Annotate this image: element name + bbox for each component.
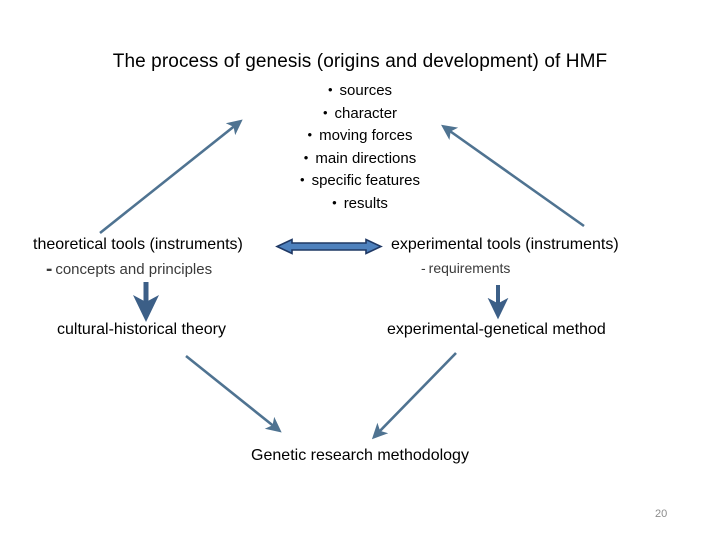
list-item: • sources xyxy=(0,79,720,102)
dash-marker: - xyxy=(421,260,426,276)
bullet-marker: • xyxy=(327,82,333,97)
node-experimental-tools: experimental tools (instruments) xyxy=(391,236,619,253)
bullet-label: moving forces xyxy=(319,127,413,144)
node-theoretical-tools-sub-label: concepts and principles xyxy=(55,261,213,278)
slide-title: The process of genesis (origins and deve… xyxy=(112,51,608,72)
list-item: • results xyxy=(0,192,720,215)
bullet-label: results xyxy=(343,194,388,212)
bullet-marker: • xyxy=(300,172,305,187)
arrow-theory-to-conclusion xyxy=(185,354,282,433)
bullet-label: character xyxy=(334,104,398,122)
arrow-tools-bidirectional xyxy=(275,238,383,255)
node-theoretical-tools-sub: -concepts and principles xyxy=(46,259,212,281)
bullet-label: sources xyxy=(339,82,393,99)
bullet-marker: • xyxy=(307,127,313,142)
arrow-method-to-conclusion xyxy=(371,352,457,440)
dash-marker: - xyxy=(46,259,53,280)
bullet-label: main directions xyxy=(315,149,417,167)
bullet-marker: • xyxy=(303,149,309,165)
genesis-aspects-list: •sources •character •moving forces •main… xyxy=(0,79,720,214)
node-cultural-historical-theory: cultural-historical theory xyxy=(57,321,226,338)
list-item: • main directions xyxy=(0,147,720,170)
list-item: • character xyxy=(0,102,720,125)
list-item: • moving forces xyxy=(0,124,720,147)
node-theoretical-tools: theoretical tools (instruments) xyxy=(33,236,243,253)
bullet-label: specific features xyxy=(311,172,420,189)
node-experimental-genetical-method: experimental-genetical method xyxy=(387,321,606,338)
node-experimental-tools-sub: -requirements xyxy=(421,260,510,276)
bullet-marker: • xyxy=(322,104,328,120)
node-genetic-research-methodology: Genetic research methodology xyxy=(251,447,469,464)
page-number: 20 xyxy=(655,508,668,520)
node-experimental-tools-sub-label: requirements xyxy=(428,260,511,276)
bullet-marker: • xyxy=(332,194,337,210)
list-item: • specific features xyxy=(0,169,720,192)
